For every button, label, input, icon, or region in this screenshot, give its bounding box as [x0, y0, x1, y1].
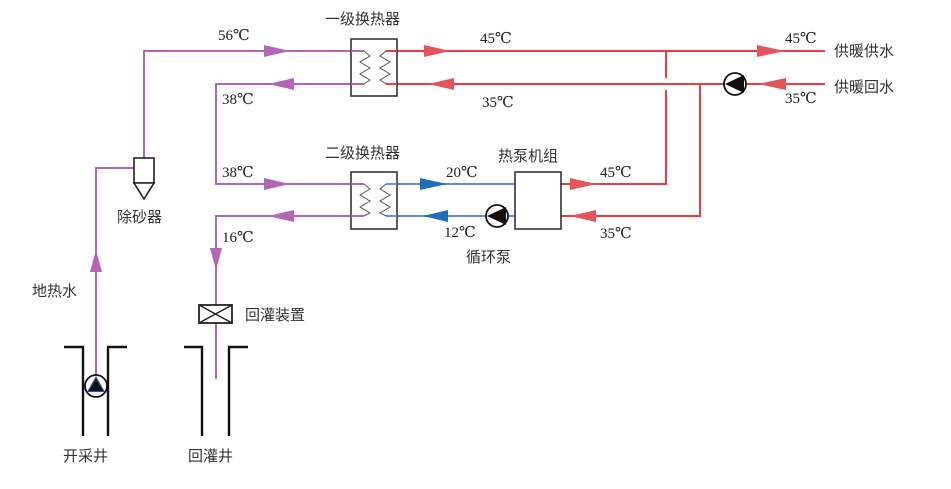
arrow-left-12: [423, 210, 448, 222]
heat-exchanger-1[interactable]: [350, 38, 398, 97]
arrow-right-45-out: [757, 45, 785, 57]
temp-geo-in-hx2: 38℃: [222, 165, 254, 181]
production-well-label: 开采井: [63, 447, 108, 465]
arrow-left-16: [268, 210, 294, 222]
geothermal-pipes: [90, 45, 364, 379]
heating-supply-label: 供暖供水: [834, 42, 894, 60]
reinjection-device-icon[interactable]: [198, 304, 233, 324]
arrow-up-geothermal: [90, 250, 102, 272]
arrow-left-35-hx1: [428, 78, 454, 90]
temp-hp-supply: 45℃: [600, 165, 632, 181]
arrow-right-45-hx1: [424, 45, 450, 57]
temp-loop-cold: 12℃: [444, 225, 476, 241]
pipe-hp-return: [561, 84, 701, 217]
circulation-pump-icon[interactable]: [485, 204, 509, 228]
temp-hx1-supply: 45℃: [480, 31, 512, 47]
pipe-well-to-desander: [95, 167, 134, 375]
arrow-left-35-in: [758, 78, 786, 90]
arrow-right-20: [420, 178, 447, 190]
temp-geo-out-hx2: 16℃: [222, 230, 254, 246]
arrow-right-38: [264, 178, 290, 190]
reinjection-well: [184, 345, 248, 436]
temp-supply-out: 45℃: [785, 31, 817, 47]
temp-geo-out-hx1: 38℃: [222, 92, 254, 108]
heating-return-label: 供暖回水: [834, 78, 894, 96]
heat-pump-unit[interactable]: [514, 171, 562, 230]
geothermal-water-label: 地热水: [32, 282, 77, 300]
hx1-label: 一级换热器: [325, 10, 400, 28]
heat-exchanger-2[interactable]: [350, 171, 398, 230]
arrow-left-38: [268, 78, 294, 90]
desander-label: 除砂器: [117, 208, 162, 226]
arrow-left-35-hp: [570, 210, 596, 222]
heating-pipes: [386, 45, 825, 222]
reinjection-device-label: 回灌装置: [245, 306, 305, 324]
pipe-desander-to-hx1: [143, 50, 364, 158]
production-well: [64, 345, 127, 436]
heat-pump-label: 热泵机组: [498, 147, 558, 165]
arrow-right-45-hp: [570, 178, 596, 190]
temp-hx1-return: 35℃: [482, 95, 514, 111]
desander-icon[interactable]: [132, 157, 156, 201]
temp-loop-hot: 20℃: [446, 165, 478, 181]
temp-hp-return: 35℃: [600, 226, 632, 242]
temp-return-in: 35℃: [785, 91, 817, 107]
temp-geo-in-hx1: 56℃: [218, 28, 250, 44]
circ-pump-label: 循环泵: [466, 248, 511, 266]
pipe-hx2-to-reinjection: [215, 215, 364, 379]
well-pump-icon[interactable]: [84, 374, 108, 398]
hx2-label: 二级换热器: [325, 144, 400, 162]
arrow-down-reinjection: [210, 248, 222, 270]
heating-return-pump-icon[interactable]: [723, 72, 747, 96]
reinjection-well-label: 回灌井: [188, 447, 233, 465]
arrow-right-56: [264, 45, 290, 57]
